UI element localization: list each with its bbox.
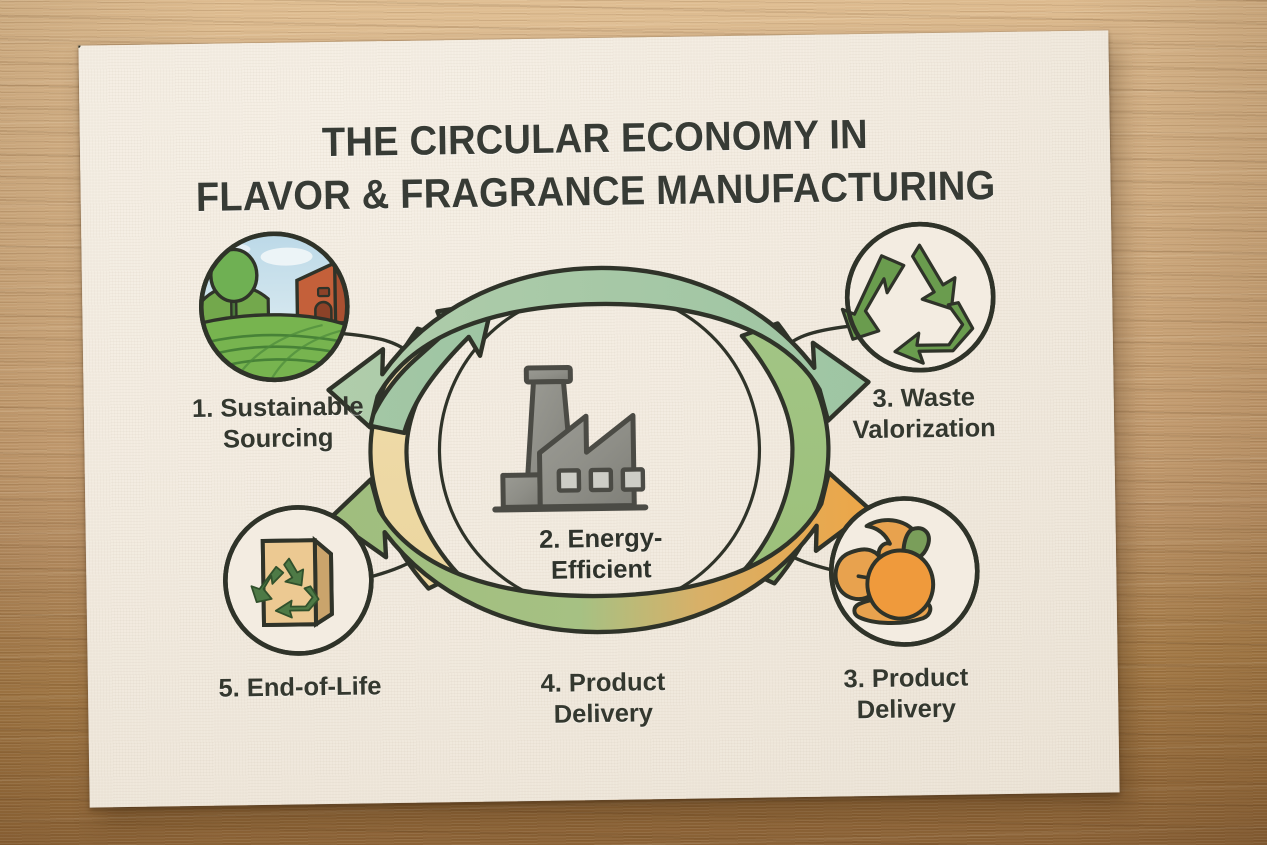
node-label-product-delivery-right: 3. Product Delivery bbox=[843, 663, 969, 724]
node-label-sustainable-sourcing: 1. Sustainable Sourcing bbox=[191, 392, 364, 454]
recycle-icon bbox=[840, 221, 996, 373]
farm-field-icon bbox=[198, 231, 350, 383]
recycled-box-icon bbox=[223, 505, 374, 656]
circular-economy-diagram: 1. Sustainable Sourcing 3. Waste Valoriz… bbox=[78, 30, 1119, 807]
node-label-end-of-life: 5. End-of-Life bbox=[218, 672, 382, 703]
node-label-product-delivery-center: 4. Product Delivery bbox=[540, 668, 666, 729]
arrow-top-arc bbox=[78, 43, 495, 436]
poster-card: THE CIRCULAR ECONOMY IN FLAVOR & FRAGRAN… bbox=[78, 30, 1120, 808]
arrow-top-band bbox=[326, 265, 871, 430]
citrus-peel-icon bbox=[828, 496, 980, 647]
node-label-waste-valorization: 3. Waste Valorization bbox=[852, 383, 996, 444]
factory-icon bbox=[492, 364, 649, 513]
node-label-energy-efficient: 2. Energy- Efficient bbox=[538, 524, 663, 585]
arrow-bottom-band bbox=[328, 470, 873, 635]
